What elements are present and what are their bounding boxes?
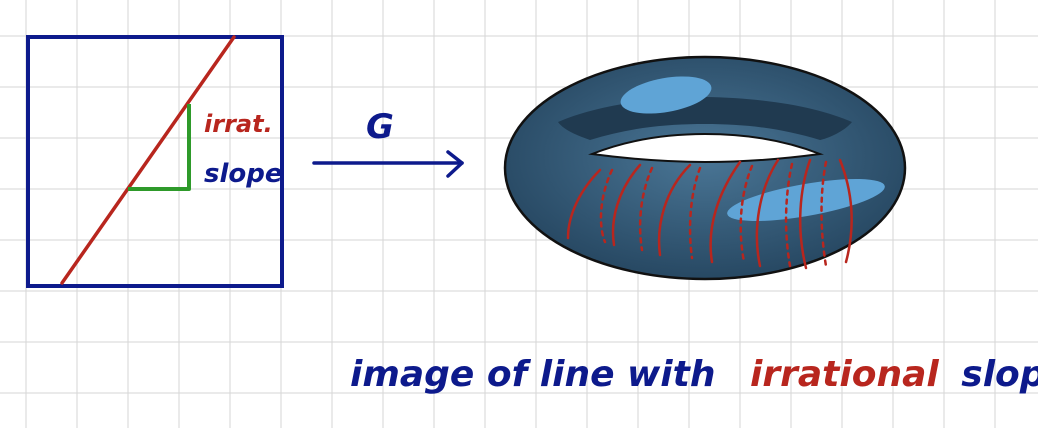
unit-square [26, 35, 284, 288]
irrational-slope-line [60, 35, 236, 285]
caption-irrational: irrational [750, 354, 939, 395]
torus [503, 55, 907, 281]
caption: image of line with irrational slope [350, 354, 1038, 395]
irrational-line-image-windings [566, 158, 853, 270]
slope-label: slope [204, 159, 283, 189]
caption-part1: image of line with [350, 354, 715, 395]
map-arrow-head [446, 150, 464, 178]
map-label-g: G [366, 107, 394, 147]
slope-triangle [128, 104, 191, 191]
irrat-label: irrat. [204, 110, 273, 138]
caption-slope: slope [961, 354, 1038, 395]
